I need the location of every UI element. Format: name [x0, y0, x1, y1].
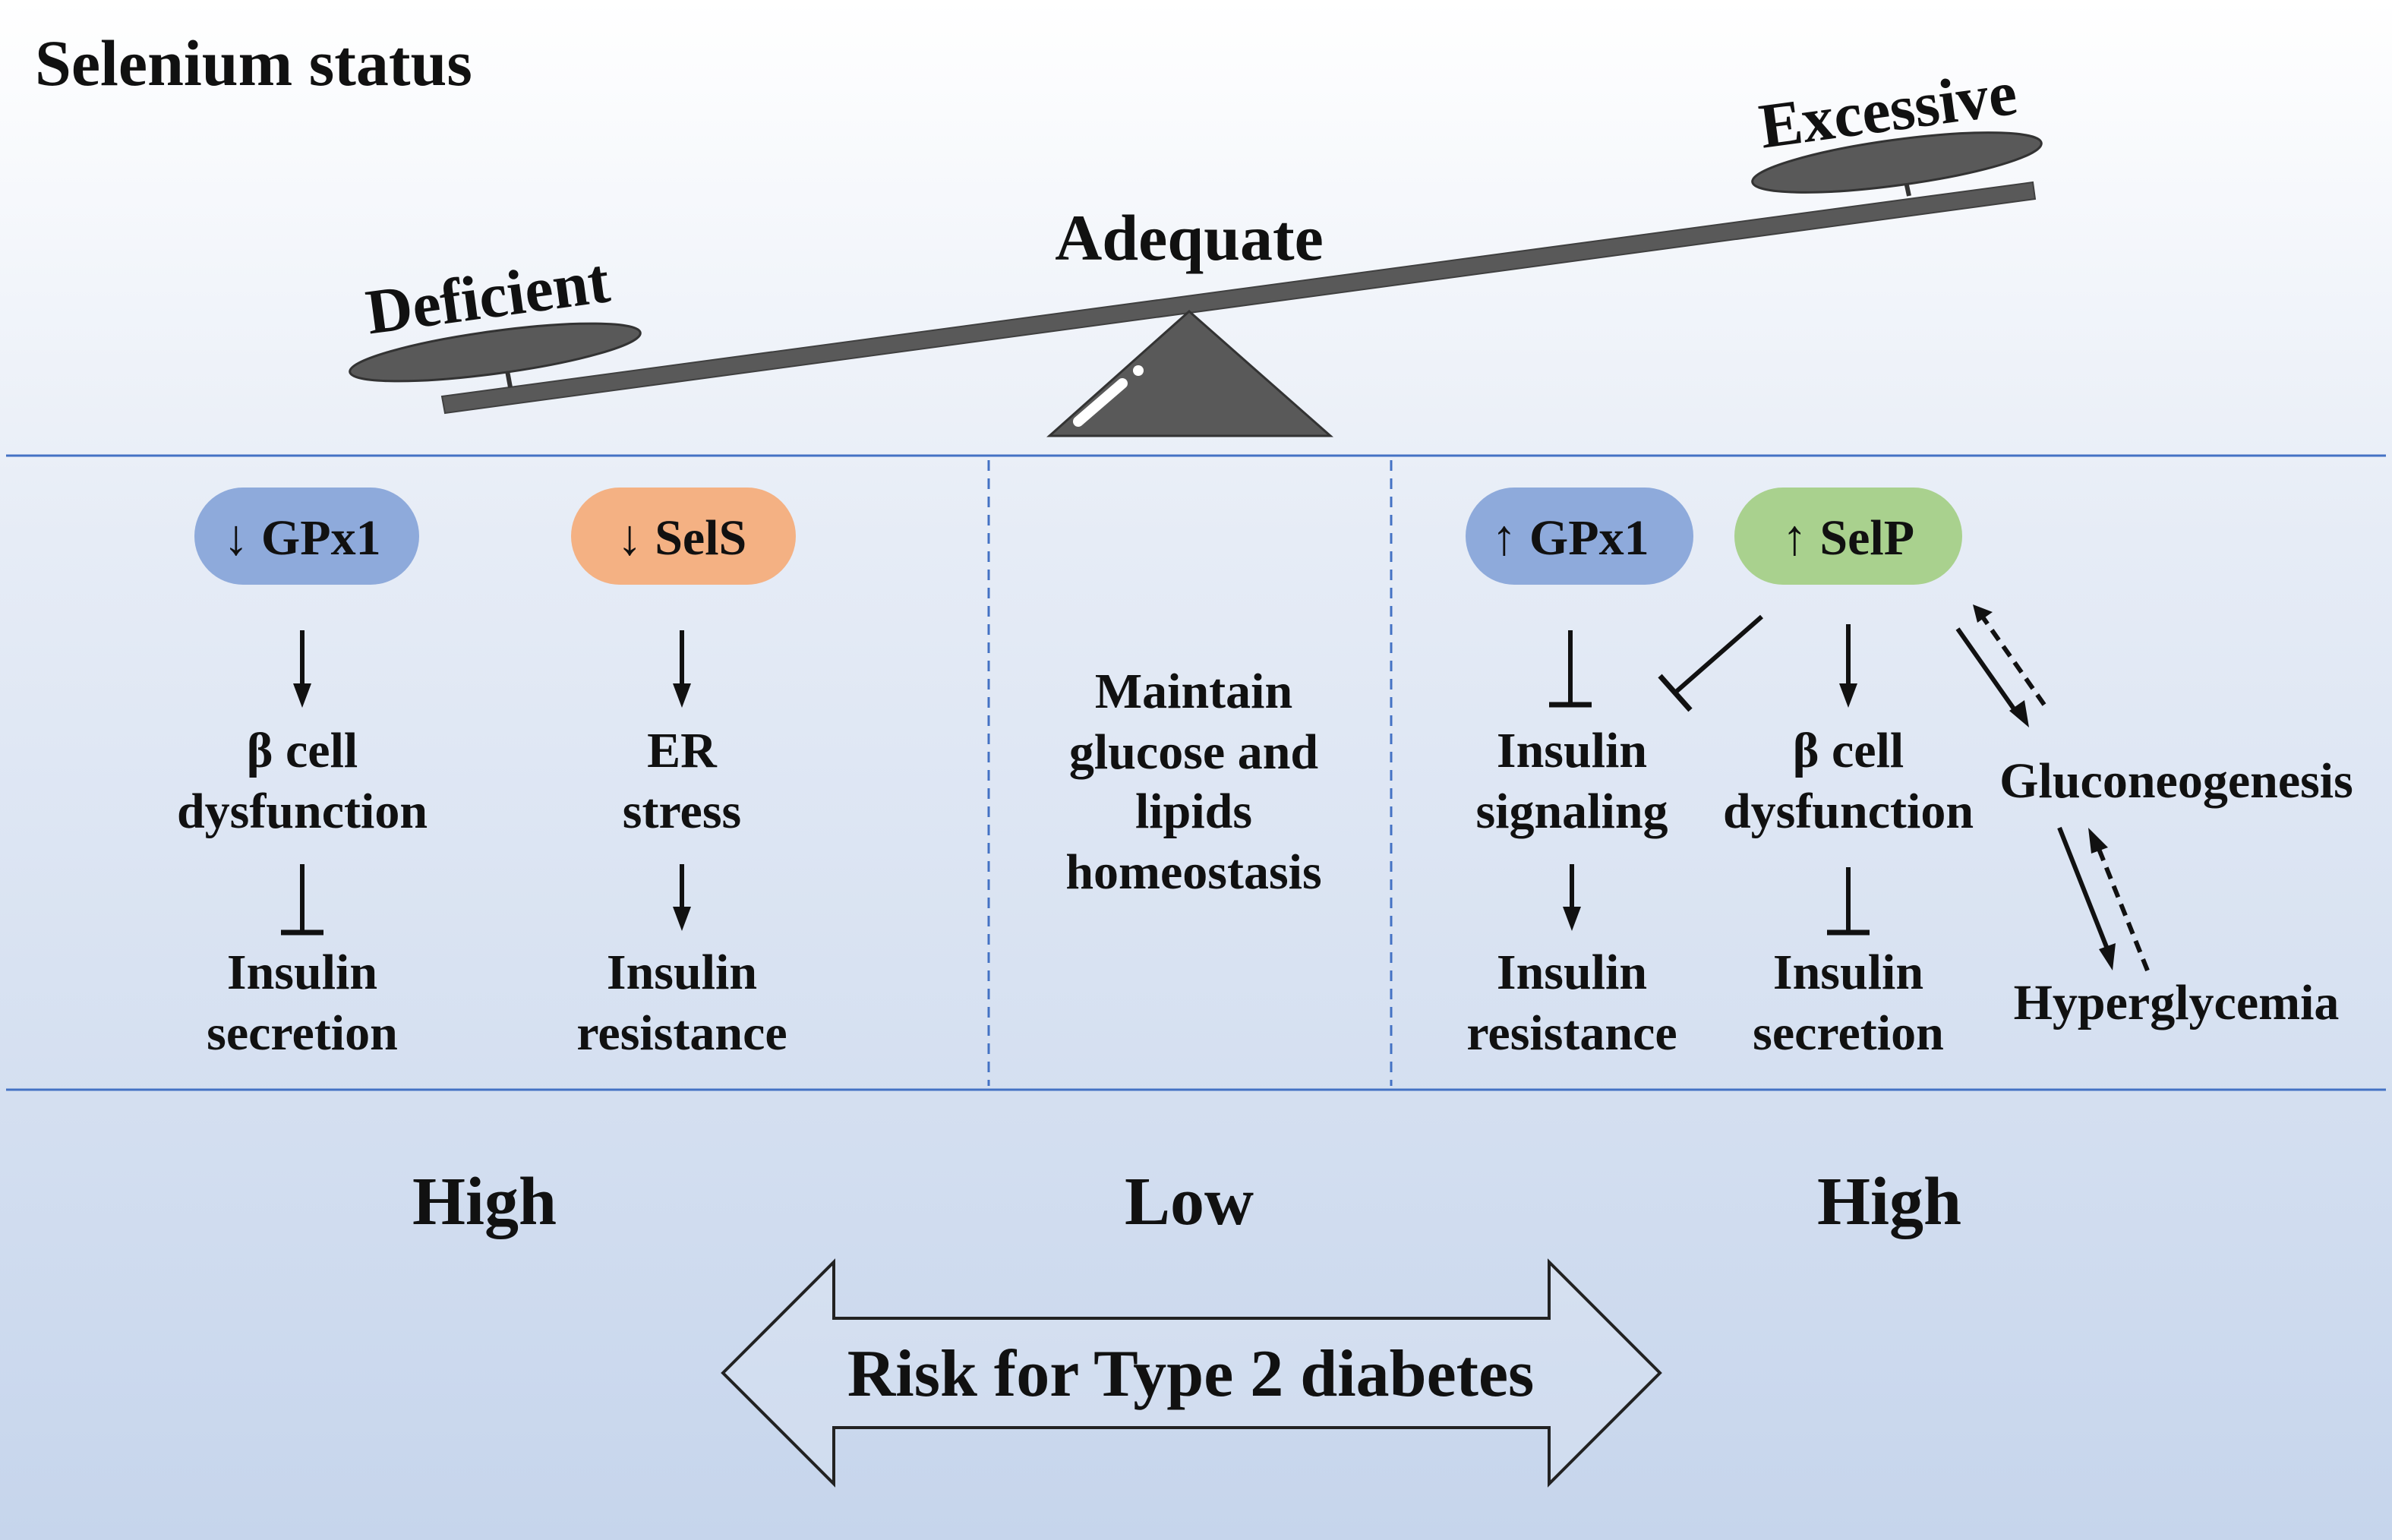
- gpx1-up-label: ↑ GPx1: [1491, 510, 1649, 566]
- arrow-gpx1-to-beta: [293, 630, 311, 708]
- inhibit-selp-to-signaling: [1658, 614, 1763, 712]
- arrow-er-to-resistance: [673, 864, 691, 931]
- hyperglycemia-label: Hyperglycemia: [2014, 975, 2340, 1030]
- er-line2: stress: [623, 784, 741, 839]
- selp-up-badge: [1734, 488, 1962, 585]
- inhibit-gpx1-to-signaling: [1549, 630, 1592, 708]
- gluconeogenesis-label: Gluconeogenesis: [1999, 753, 2353, 809]
- gpx1-down-label: ↓ GPx1: [223, 510, 380, 566]
- inhibit-beta-to-secretion-right: [1827, 867, 1870, 936]
- arrow-selp-to-beta: [1839, 624, 1857, 708]
- risk-arrow-label: Risk for Type 2 diabetes: [847, 1337, 1535, 1411]
- gpx1-up-badge: [1466, 488, 1693, 585]
- er-line1: ER: [647, 723, 718, 778]
- risk-double-arrow: [721, 1258, 1662, 1488]
- left-beta-line2: dysfunction: [177, 784, 428, 839]
- right-beta-line1: β cell: [1793, 723, 1904, 778]
- homeostasis-line2: glucose and: [1069, 724, 1318, 780]
- fulcrum-highlight-dot: [1133, 365, 1144, 376]
- inhibit-beta-to-secretion: [281, 864, 323, 936]
- arrows-gluconeogenesis-hyperglycemia: [2057, 826, 2150, 972]
- left-resistance-line1: Insulin: [607, 945, 757, 1000]
- seesaw-beam: [440, 181, 2037, 415]
- selp-up-label: ↑ SelP: [1782, 510, 1914, 566]
- diagram-title: Selenium status: [35, 27, 472, 99]
- arrow-signaling-to-resistance: [1563, 864, 1581, 931]
- signaling-line2: signaling: [1475, 784, 1668, 839]
- right-resistance-line1: Insulin: [1497, 945, 1647, 1000]
- left-pan: [349, 322, 642, 383]
- arrow-sels-to-er: [673, 630, 691, 708]
- adequate-label: Adequate: [1055, 201, 1324, 274]
- right-beta-line2: dysfunction: [1723, 784, 1974, 839]
- risk-level-left: High: [412, 1164, 557, 1239]
- seesaw: [349, 131, 2043, 437]
- gpx1-down-badge: [194, 488, 419, 585]
- left-beta-line1: β cell: [247, 723, 358, 778]
- seesaw-fulcrum: [1046, 309, 1333, 437]
- arrows-selp-gluconeogenesis: [1955, 604, 2046, 727]
- sels-down-label: ↓ SelS: [617, 510, 747, 566]
- homeostasis-line4: homeostasis: [1065, 844, 1321, 900]
- right-secretion-line1: Insulin: [1773, 945, 1923, 1000]
- right-pan: [1751, 131, 2043, 194]
- fulcrum-highlight: [1073, 378, 1128, 427]
- left-secretion-line2: secretion: [207, 1005, 398, 1061]
- left-secretion-line1: Insulin: [227, 945, 377, 1000]
- risk-level-right: High: [1817, 1164, 1961, 1239]
- sels-down-badge: [571, 488, 796, 585]
- risk-level-center: Low: [1125, 1164, 1254, 1239]
- homeostasis-line1: Maintain: [1095, 664, 1292, 719]
- right-secretion-line2: secretion: [1753, 1005, 1944, 1061]
- homeostasis-line3: lipids: [1135, 784, 1252, 839]
- signaling-line1: Insulin: [1497, 723, 1647, 778]
- right-resistance-line2: resistance: [1466, 1005, 1677, 1061]
- left-resistance-line2: resistance: [576, 1005, 787, 1061]
